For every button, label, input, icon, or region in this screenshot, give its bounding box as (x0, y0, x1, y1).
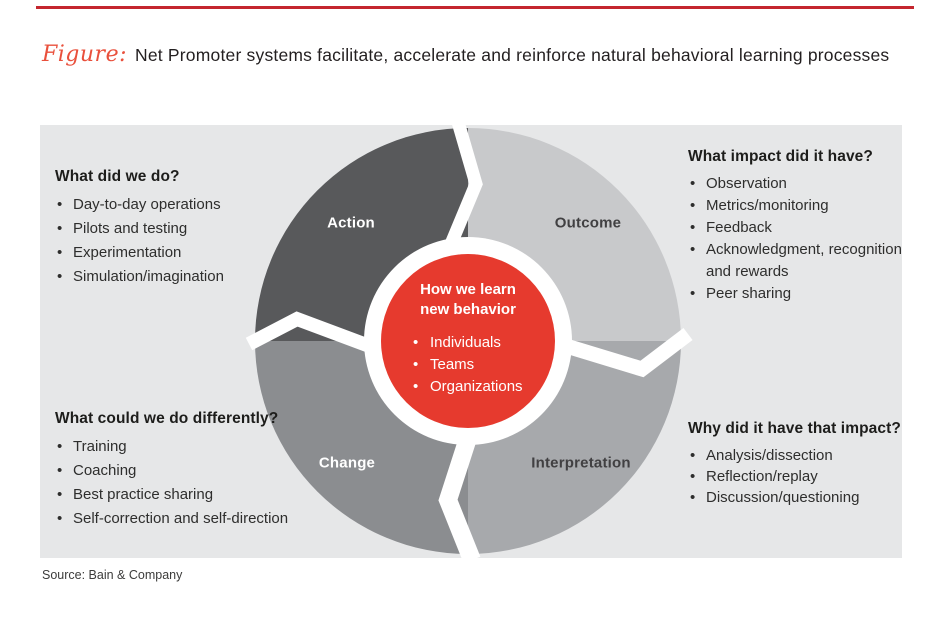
callout-heading: Why did it have that impact? (688, 420, 901, 437)
flow-gap-left-chevron (245, 311, 375, 354)
bullet-item: Simulation/imagination (55, 265, 325, 289)
bullet-item: Day-to-day operations (55, 193, 325, 217)
callout-heading: What impact did it have? (688, 148, 873, 165)
bullet-item: Metrics/monitoring (688, 195, 914, 217)
callout-do-differently: What could we do differently? TrainingCo… (55, 410, 347, 531)
figure-title-text: Net Promoter systems facilitate, acceler… (135, 45, 890, 65)
callout-heading: What did we do? (55, 168, 180, 185)
callout-list: Day-to-day operationsPilots and testingE… (55, 193, 325, 289)
center-heading: How we learn new behavior (393, 280, 543, 320)
figure-label: Figure: (42, 42, 128, 67)
callout-list: TrainingCoachingBest practice sharingSel… (55, 435, 347, 531)
bullet-item: Acknowledgment, recognition and rewards (688, 239, 914, 283)
source-note: Source: Bain & Company (42, 568, 183, 582)
bullet-item: Discussion/questioning (688, 487, 928, 508)
flow-gap-bottom-chevron (438, 432, 481, 564)
callout-heading: What could we do differently? (55, 410, 279, 427)
bullet-item: Feedback (688, 217, 914, 239)
bullet-item: Self-correction and self-direction (55, 507, 347, 531)
quadrant-label-outcome: Outcome (554, 214, 622, 232)
bullet-item: Organizations (413, 376, 543, 398)
callout-why-impact: Why did it have that impact? Analysis/di… (688, 420, 928, 508)
callout-list: ObservationMetrics/monitoringFeedbackAck… (688, 173, 914, 305)
bullet-item: Pilots and testing (55, 217, 325, 241)
bullet-item: Reflection/replay (688, 466, 928, 487)
bullet-item: Experimentation (55, 241, 325, 265)
callout-list: Analysis/dissectionReflection/replayDisc… (688, 445, 928, 508)
callout-what-impact: What impact did it have? ObservationMetr… (688, 148, 914, 305)
center-heading-line2: new behavior (420, 301, 516, 318)
center-text-block: How we learn new behavior IndividualsTea… (393, 280, 543, 398)
bullet-item: Analysis/dissection (688, 445, 928, 466)
top-accent-rule (36, 6, 914, 9)
flow-gap-right-chevron (560, 328, 693, 378)
bullet-item: Coaching (55, 459, 347, 483)
flow-gap-top-chevron (445, 120, 483, 247)
bullet-item: Individuals (413, 332, 543, 354)
bullet-item: Observation (688, 173, 914, 195)
bullet-item: Teams (413, 354, 543, 376)
quadrant-label-action: Action (327, 214, 375, 232)
figure-title: Figure: Net Promoter systems facilitate, … (42, 42, 922, 67)
bullet-item: Training (55, 435, 347, 459)
bullet-item: Best practice sharing (55, 483, 347, 507)
bullet-item: Peer sharing (688, 283, 914, 305)
center-bullet-list: IndividualsTeamsOrganizations (413, 332, 543, 398)
callout-what-did-we-do: What did we do? Day-to-day operationsPil… (55, 168, 325, 289)
center-heading-line1: How we learn (420, 281, 516, 298)
quadrant-label-interpretation: Interpretation (531, 454, 631, 472)
